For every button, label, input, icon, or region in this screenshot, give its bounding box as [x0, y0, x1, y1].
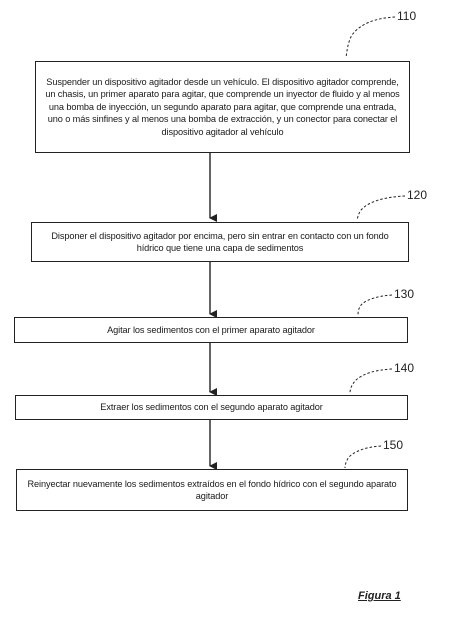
- ref-numeral-140: 140: [394, 361, 415, 375]
- step-text-130: Agitar los sedimentos con el primer apar…: [107, 324, 315, 335]
- step-box-120: Disponer el dispositivo agitador por enc…: [31, 222, 409, 262]
- step-text-150: Reinyectar nuevamente los sedimentos ext…: [27, 478, 397, 501]
- step-box-110: Suspender un dispositivo agitador desde …: [35, 61, 410, 153]
- step-text-140: Extraer los sedimentos con el segundo ap…: [100, 402, 323, 413]
- figure-label: Figura 1: [358, 590, 401, 602]
- leader-130: [357, 294, 393, 316]
- step-text-110: Suspender un dispositivo agitador desde …: [45, 76, 400, 137]
- step-box-130: Agitar los sedimentos con el primer apar…: [14, 317, 408, 343]
- step-box-150: Reinyectar nuevamente los sedimentos ext…: [16, 469, 408, 511]
- ref-numeral-110: 110: [397, 9, 417, 23]
- step-text-120: Disponer el dispositivo agitador por enc…: [51, 230, 389, 253]
- ref-numeral-130: 130: [394, 287, 415, 301]
- ref-numeral-150: 150: [383, 438, 404, 452]
- leader-150: [344, 445, 382, 469]
- step-box-140: Extraer los sedimentos con el segundo ap…: [15, 395, 408, 420]
- leader-140: [349, 368, 393, 394]
- ref-numeral-120: 120: [407, 188, 428, 202]
- leader-110: [345, 16, 396, 59]
- leader-120: [356, 195, 406, 221]
